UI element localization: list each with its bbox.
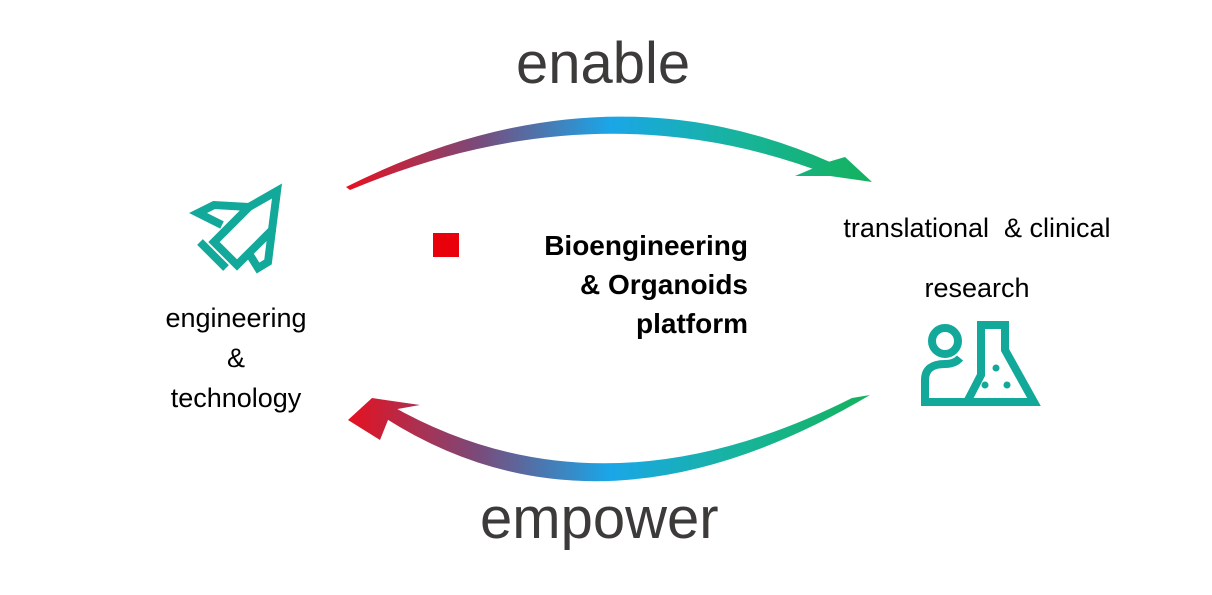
platform-title: Bioengineering & Organoids platform — [480, 226, 748, 343]
label-line: research — [924, 273, 1030, 303]
rocket-icon — [189, 183, 282, 274]
empower-arrow — [348, 395, 870, 482]
title-line: platform — [636, 308, 748, 339]
label-line: & — [226, 343, 245, 373]
enable-label: enable — [516, 31, 691, 96]
label-line: engineering — [165, 303, 307, 333]
empower-label: empower — [480, 486, 719, 551]
researcher-flask-icon — [921, 321, 1041, 406]
enable-arrow — [346, 116, 872, 190]
label-line: translational & clinical — [843, 213, 1111, 243]
label-line: technology — [170, 383, 302, 413]
title-line: Bioengineering — [544, 230, 748, 261]
center-bullet — [433, 233, 459, 257]
translational-clinical-research-label: translational & clinical research — [812, 198, 1142, 318]
engineering-technology-label: engineering & technology — [148, 298, 324, 418]
title-line: & Organoids — [579, 269, 748, 300]
